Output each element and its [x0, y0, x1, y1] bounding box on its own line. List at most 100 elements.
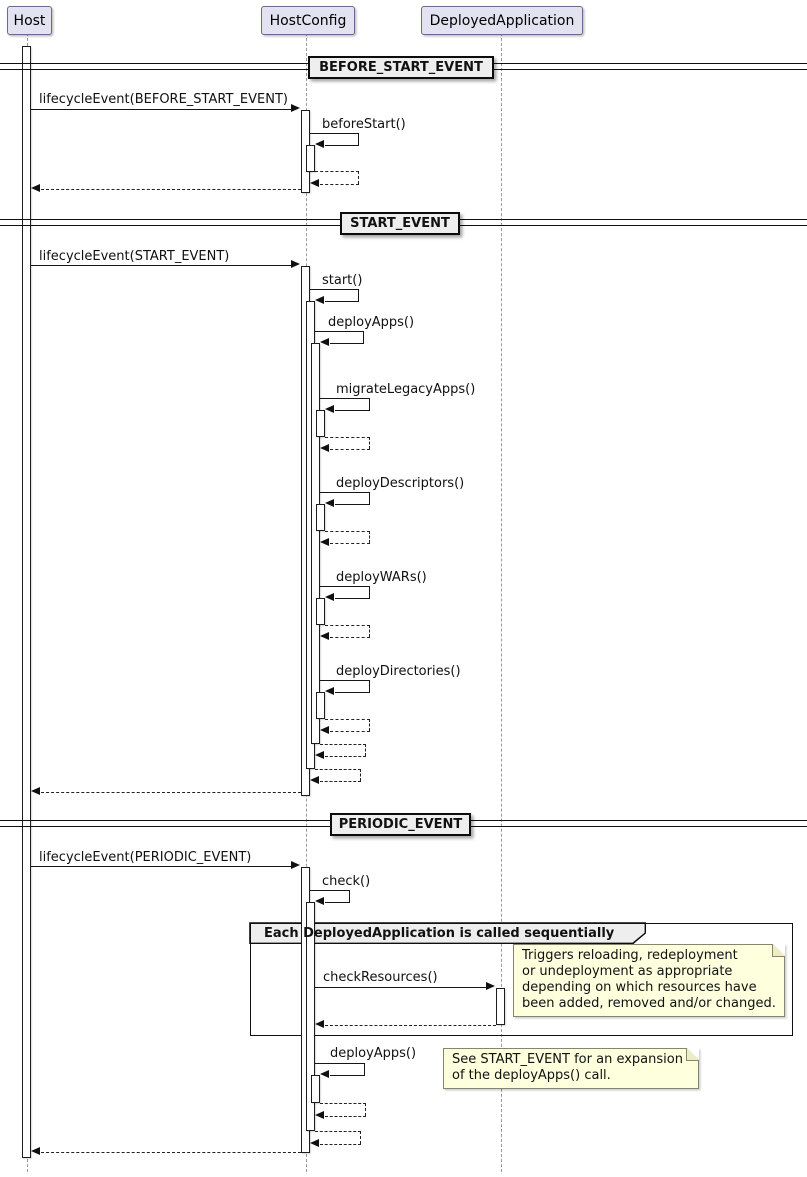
activation-bar: [316, 598, 325, 625]
return-line: [41, 1152, 301, 1153]
return-line: [369, 437, 370, 449]
message-label: deployWARs(): [336, 570, 427, 585]
self-call-line: [335, 598, 370, 599]
self-call-line: [315, 331, 364, 332]
group-header-fill: [250, 923, 645, 943]
arrowhead: [320, 726, 329, 734]
call-arrow: [31, 265, 292, 266]
divider-label: START_EVENT: [350, 216, 450, 231]
self-call-line: [310, 890, 350, 891]
activation-bar: [316, 504, 325, 531]
activation-bar: [316, 410, 325, 437]
activation-bar: [306, 902, 315, 1131]
arrowhead: [320, 338, 329, 346]
participant-deployedapplication-label: DeployedApplication: [429, 12, 575, 29]
self-call-line: [364, 1063, 365, 1075]
self-call-line: [330, 343, 364, 344]
return-line: [325, 531, 370, 532]
message-label: start(): [322, 273, 363, 288]
return-line: [358, 171, 359, 184]
return-line: [365, 1103, 366, 1116]
self-call-line: [320, 398, 370, 399]
return-line: [369, 625, 370, 637]
message-label: checkResources(): [323, 970, 438, 985]
return-line: [320, 1103, 366, 1104]
message-label: beforeStart(): [322, 117, 406, 132]
activation-bar: [496, 988, 505, 1025]
return-line: [325, 1025, 496, 1026]
participant-deployedapplication: DeployedApplication: [421, 6, 583, 35]
activation-bar: [311, 1075, 320, 1103]
arrowhead: [325, 687, 334, 695]
arrowhead: [315, 1111, 324, 1119]
self-call-line: [320, 492, 370, 493]
participant-host-label: Host: [13, 12, 46, 29]
message-label: deployApps(): [330, 1046, 417, 1061]
activation-bar: [306, 145, 315, 172]
self-call-line: [358, 289, 359, 301]
return-line: [360, 1131, 361, 1144]
return-line: [320, 184, 359, 185]
arrowhead: [310, 1139, 319, 1147]
return-line: [330, 543, 370, 544]
arrowhead: [486, 982, 495, 990]
return-line: [360, 769, 361, 781]
divider-label: BEFORE_START_EVENT: [319, 60, 483, 75]
self-call-line: [363, 331, 364, 343]
self-call-line: [358, 133, 359, 145]
return-line: [320, 781, 361, 782]
divider-start-event: START_EVENT: [340, 212, 460, 235]
arrowhead: [31, 184, 40, 192]
arrowhead: [315, 897, 324, 905]
return-line: [325, 437, 370, 438]
message-label: deployDirectories(): [336, 664, 461, 679]
arrowhead: [315, 751, 324, 759]
arrowhead: [320, 538, 329, 546]
lifeline-deployedapplication: [500, 33, 502, 1172]
return-line: [365, 744, 366, 756]
arrowhead: [31, 787, 40, 795]
activation-bar: [311, 343, 320, 744]
arrowhead: [291, 104, 300, 112]
arrowhead: [291, 260, 300, 268]
call-arrow: [31, 109, 292, 110]
self-call-line: [335, 410, 370, 411]
group-frame: [249, 922, 793, 1036]
participant-hostconfig-label: HostConfig: [269, 12, 347, 29]
message-label: check(): [322, 874, 371, 889]
message-label: lifecycleEvent(PERIODIC_EVENT): [39, 850, 252, 865]
return-line: [325, 625, 370, 626]
divider-label: PERIODIC_EVENT: [338, 817, 463, 832]
arrowhead: [325, 405, 334, 413]
message-label: lifecycleEvent(BEFORE_START_EVENT): [39, 92, 288, 107]
message-label: deployDescriptors(): [336, 476, 465, 491]
self-call-line: [335, 692, 370, 693]
arrowhead: [320, 1070, 329, 1078]
return-line: [315, 171, 359, 172]
message-label: deployApps(): [328, 315, 415, 330]
self-call-line: [335, 504, 370, 505]
arrowhead: [291, 861, 300, 869]
self-call-line: [320, 680, 370, 681]
self-call-line: [325, 145, 359, 146]
arrowhead: [315, 140, 324, 148]
self-call-line: [369, 680, 370, 692]
self-call-line: [320, 586, 370, 587]
return-line: [330, 731, 370, 732]
arrowhead: [310, 179, 319, 187]
self-call-line: [330, 1075, 365, 1076]
self-call-line: [369, 586, 370, 598]
message-label: migrateLegacyApps(): [336, 382, 476, 397]
self-call-line: [325, 301, 359, 302]
self-call-line: [369, 398, 370, 410]
arrowhead: [315, 1020, 324, 1028]
return-line: [320, 744, 366, 745]
call-arrow: [315, 987, 487, 988]
self-call-line: [310, 289, 359, 290]
arrowhead: [320, 632, 329, 640]
note-deploy-apps: See START_EVENT for an expansion of the …: [443, 1048, 699, 1089]
return-line: [41, 189, 301, 190]
return-line: [369, 531, 370, 543]
group-title: Each DeployedApplication is called seque…: [264, 926, 615, 941]
arrowhead: [315, 296, 324, 304]
